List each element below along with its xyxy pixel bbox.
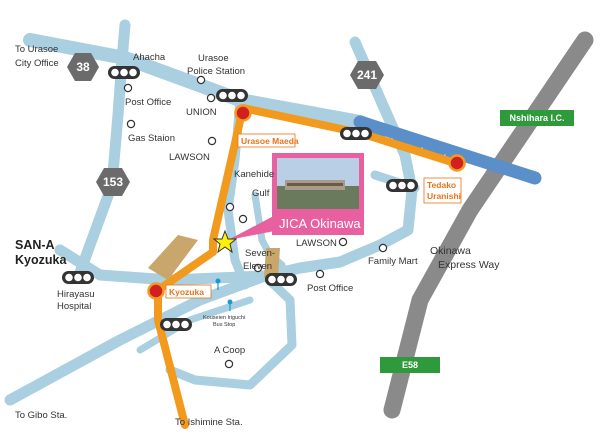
poi-marker-icon — [206, 93, 216, 103]
okinawa-label: Okinawa — [430, 245, 471, 257]
intersection-markers — [147, 104, 466, 300]
ahacha-label: Ahacha — [133, 52, 166, 63]
route-shield-icon — [67, 53, 99, 81]
kyozuka-intersection-label: Kyozuka — [169, 287, 204, 297]
svg-text:241: 241 — [357, 68, 377, 82]
poi-marker-icon — [378, 243, 388, 253]
nshihara-ic-sign: Nshihara I.C. — [500, 110, 574, 126]
tedako-label: Tedako — [427, 180, 456, 190]
urasoe-maeda-marker — [234, 104, 252, 122]
family-mart-label: Family Mart — [368, 256, 418, 267]
urasoe-maeda-label: Urasoe Maeda — [241, 136, 299, 146]
poi-marker-icon — [224, 359, 234, 369]
poi-marker-icon — [196, 75, 206, 85]
e58-sign: E58 — [380, 357, 440, 373]
route-shield-icon — [350, 61, 384, 89]
jica-okinawa-label: JICA Okinawa — [279, 216, 361, 231]
poi-marker-icon — [253, 263, 263, 273]
bus-stop-name-label: Kouseien Iriguchi — [203, 315, 245, 321]
svg-text:38: 38 — [76, 60, 90, 74]
route-shield-241: 241 — [350, 61, 384, 89]
express-way-label: Express Way — [438, 259, 500, 271]
lawson-north-label: LAWSON — [169, 152, 210, 163]
traffic-light-icon — [265, 273, 297, 286]
hospital-label: Hospital — [57, 301, 91, 312]
place-labels: To Urasoe City Office Ahacha Urasoe Poli… — [15, 44, 500, 428]
traffic-light-icon — [340, 127, 372, 140]
post-office-north-label: Post Office — [125, 97, 171, 108]
gas-station-label: Gas Staion — [128, 133, 175, 144]
post-office-south-label: Post Office — [307, 283, 353, 294]
route-to-jica — [154, 104, 459, 429]
intersection-labels: Urasoe Maeda Tedako Uranishi Kyozuka — [165, 133, 462, 299]
hirayasu-label: Hirayasu — [57, 289, 95, 300]
traffic-light-icon — [62, 271, 94, 284]
lawson-east-label: LAWSON — [296, 238, 337, 249]
to-urasoe-label: To Urasoe — [15, 44, 58, 55]
route-shield-icon — [96, 168, 130, 196]
seven-label: Seven- — [245, 248, 275, 259]
bus-stop-icon — [215, 278, 221, 290]
star-icon — [212, 229, 238, 254]
jica-okinawa-photo: JICA Okinawa — [272, 153, 364, 235]
poi-marker-icon — [123, 83, 133, 93]
svg-text:153: 153 — [103, 175, 123, 189]
union-label: UNION — [186, 107, 217, 118]
kyozuka-marker — [147, 282, 165, 300]
route-shield-153: 153 — [96, 168, 130, 196]
okinawa-expressway — [383, 31, 594, 419]
kyozuka-store-label: Kyozuka — [15, 253, 67, 267]
san-a-label: SAN-A — [15, 238, 55, 252]
poi-marker-icon — [315, 269, 325, 279]
route-shield-38: 38 — [67, 53, 99, 81]
traffic-light-icon — [160, 318, 192, 331]
traffic-light-icon — [108, 66, 140, 79]
eleven-label: Eleven — [243, 261, 272, 272]
poi-marker-icon — [207, 136, 217, 146]
poi-marker-icon — [126, 119, 136, 129]
poi-markers — [123, 75, 388, 369]
to-ishimine-label: To Ishimine Sta. — [175, 417, 243, 428]
kanehide-label: Kanehide — [234, 169, 274, 180]
bus-stop-label: Bus Stop — [213, 322, 235, 328]
gulf-label: Gulf — [252, 188, 270, 199]
uranishi-label: Uranishi — [427, 191, 461, 201]
svg-text:Nshihara I.C.: Nshihara I.C. — [509, 113, 564, 123]
bridges — [148, 235, 280, 280]
traffic-light-icon — [386, 179, 418, 192]
bus-stop-icon — [227, 299, 233, 311]
police-station-label: Police Station — [187, 66, 245, 77]
urasoe-label: Urasoe — [198, 53, 229, 64]
poi-marker-icon — [225, 202, 235, 212]
poi-marker-icon — [338, 237, 348, 247]
city-office-label: City Office — [15, 58, 59, 69]
a-coop-label: A Coop — [214, 345, 245, 356]
traffic-light-icon — [216, 89, 248, 102]
bus-stops — [215, 278, 233, 311]
svg-text:E58: E58 — [402, 360, 418, 370]
tedako-uranishi-marker — [448, 154, 466, 172]
poi-marker-icon — [238, 214, 248, 224]
to-gibo-label: To Gibo Sta. — [15, 410, 67, 421]
road-network — [4, 19, 462, 406]
traffic-lights — [62, 66, 418, 331]
